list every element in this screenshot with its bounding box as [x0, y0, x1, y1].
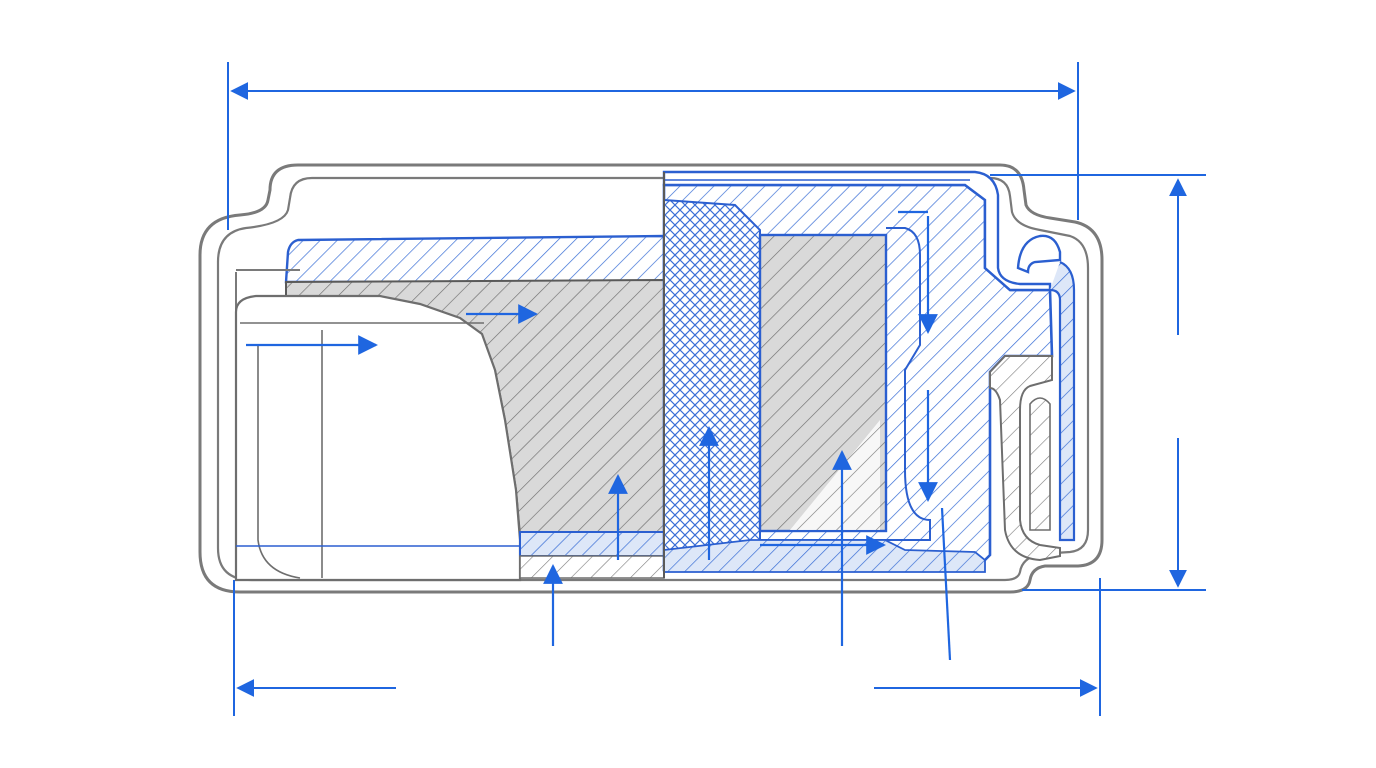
housing-outline-inner — [216, 176, 1090, 582]
center-mechanism — [662, 170, 1076, 578]
housing-outline-outer — [198, 163, 1104, 594]
flow-line-exit — [940, 507, 952, 661]
lower-blue-plate — [519, 531, 665, 557]
flow-arrows — [246, 210, 952, 661]
piston-inner-line — [257, 345, 301, 579]
gray-core-lower-hatch — [790, 420, 880, 530]
left-chamber — [234, 234, 666, 582]
clip-leg — [1049, 260, 1076, 542]
lower-seal — [989, 355, 1061, 562]
bottom-channel — [663, 539, 986, 573]
top-rim — [662, 170, 1052, 292]
inner-cavity — [760, 227, 931, 541]
lower-gray-strip — [519, 555, 665, 579]
piston-body — [234, 294, 522, 582]
seal-groove — [1029, 397, 1051, 531]
upper-blue-plate — [284, 234, 666, 284]
clip-hook — [1016, 234, 1062, 274]
dimension-lines — [227, 62, 1206, 716]
cross-hatch-column — [663, 198, 761, 551]
